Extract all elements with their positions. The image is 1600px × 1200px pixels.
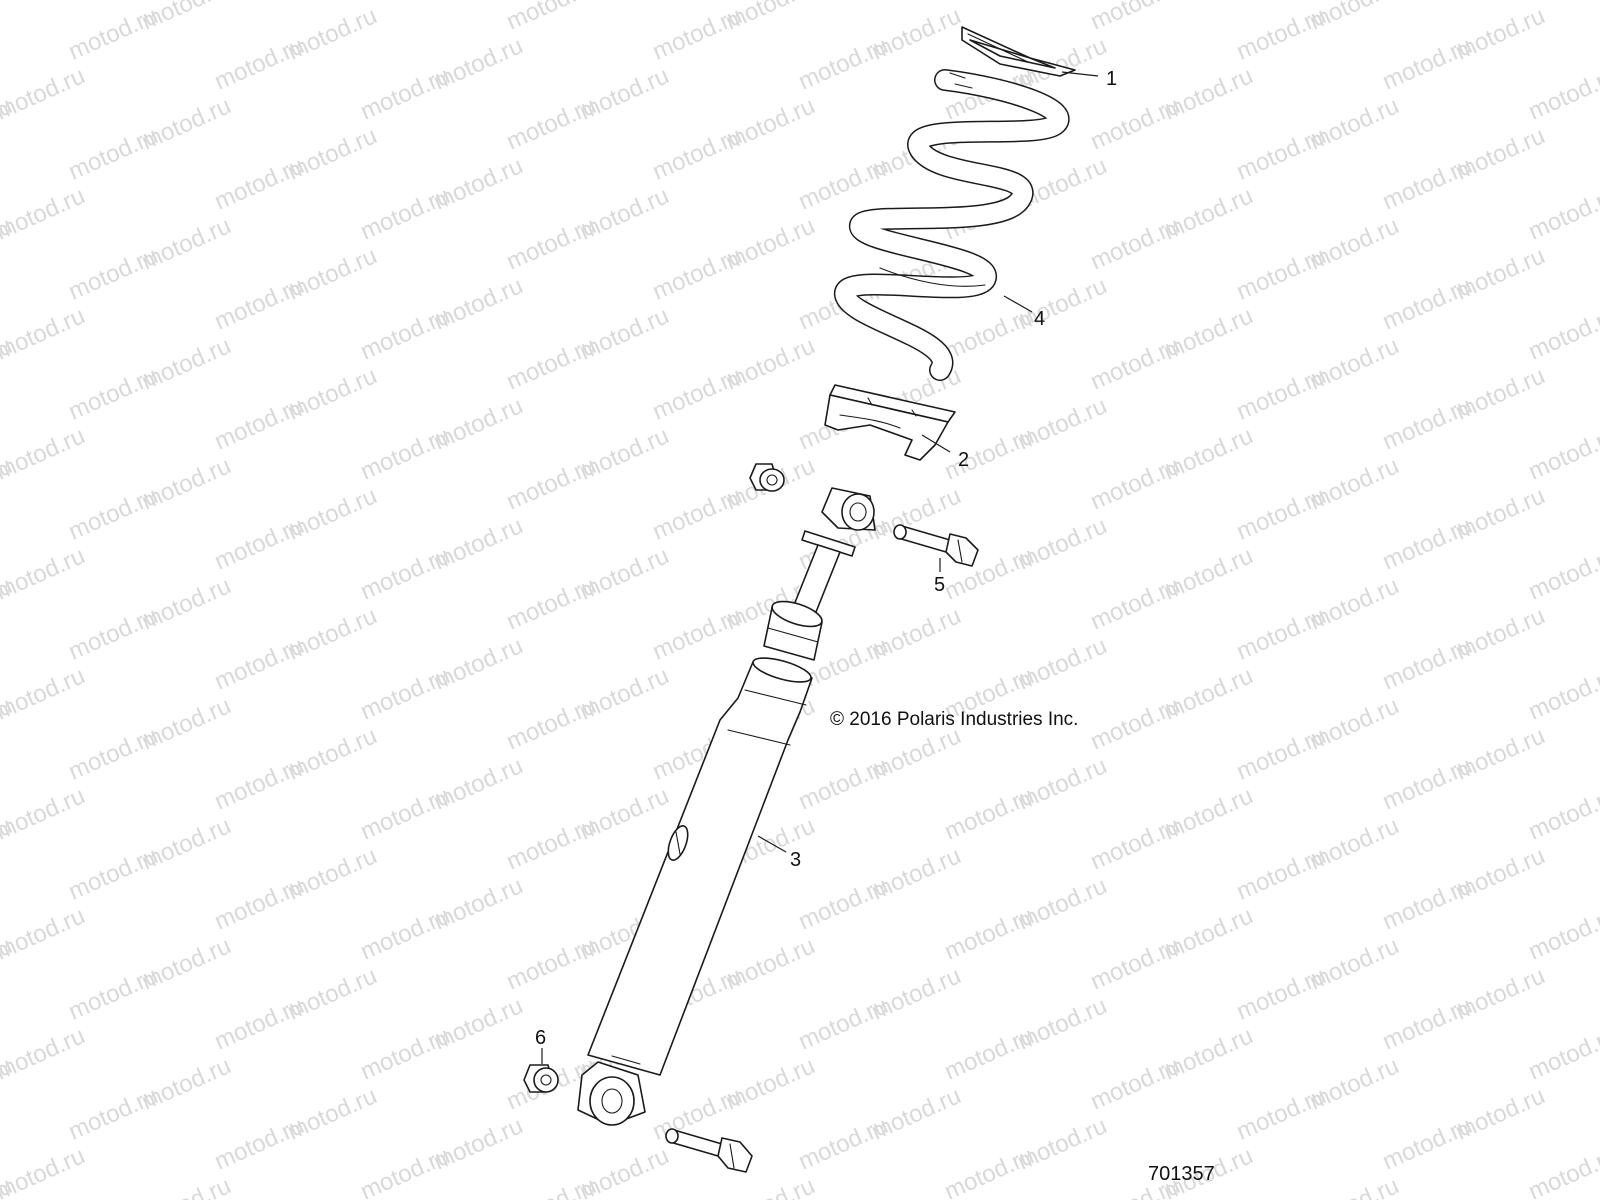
- leader-lines: [541, 71, 1099, 1064]
- watermark-text: motod.ru: [1524, 902, 1600, 965]
- watermark-text: motod.ru: [1524, 1142, 1600, 1200]
- watermark-text: motod.ru: [1524, 542, 1600, 605]
- part-2-spring-retainer[interactable]: [824, 384, 956, 461]
- callout-3[interactable]: 3: [790, 849, 801, 871]
- watermark-text: motod.ru: [356, 1142, 454, 1200]
- figure-number: 701357: [1148, 1163, 1215, 1185]
- callout-2[interactable]: 2: [958, 449, 969, 471]
- shock-bump-stop: [763, 600, 823, 661]
- watermark-text: motod.ru: [1305, 1172, 1403, 1200]
- callout-4[interactable]: 4: [1034, 308, 1045, 330]
- leader-1: [1061, 71, 1099, 77]
- watermark-text: motod.ru: [1524, 182, 1600, 245]
- watermark-text: motod.ru: [1524, 302, 1600, 365]
- watermark-text: motod.ru: [940, 0, 1038, 5]
- part-5-upper-bolt[interactable]: [893, 524, 979, 567]
- part-4-coil-spring[interactable]: [834, 69, 1070, 381]
- callout-6[interactable]: 6: [535, 1027, 546, 1049]
- leader-4: [1003, 295, 1033, 313]
- part-3-shock-body[interactable]: [587, 653, 813, 1076]
- lower-bolt[interactable]: [665, 1128, 753, 1173]
- watermark-text: motod.ru: [356, 0, 454, 5]
- leader-2: [921, 434, 951, 453]
- callout-5[interactable]: 5: [934, 574, 945, 596]
- shock-lower-eye[interactable]: [577, 1061, 646, 1126]
- callout-1[interactable]: 1: [1106, 68, 1117, 90]
- watermark-text: motod.ru: [0, 0, 89, 5]
- part-6-lower-bushing[interactable]: [523, 1064, 559, 1093]
- watermark-text: motod.ru: [721, 1172, 819, 1200]
- watermark-text: motod.ru: [137, 1172, 235, 1200]
- watermark-text: motod.ru: [1524, 782, 1600, 845]
- part-1-spring-cap[interactable]: [961, 26, 1076, 77]
- shock-upper-eye[interactable]: [801, 487, 876, 557]
- watermark-text: motod.ru: [1524, 1022, 1600, 1085]
- watermark-text: motod.ru: [1524, 422, 1600, 485]
- watermark-text: motod.ru: [1524, 662, 1600, 725]
- watermark-text: motod.ru: [1524, 62, 1600, 125]
- watermark-text: motod.ru: [940, 1142, 1038, 1200]
- copyright-notice: © 2016 Polaris Industries Inc.: [830, 709, 1078, 730]
- leader-3: [757, 835, 787, 853]
- watermark-text: motod.ru: [502, 1172, 600, 1200]
- part-6-upper-bushing[interactable]: [749, 463, 785, 492]
